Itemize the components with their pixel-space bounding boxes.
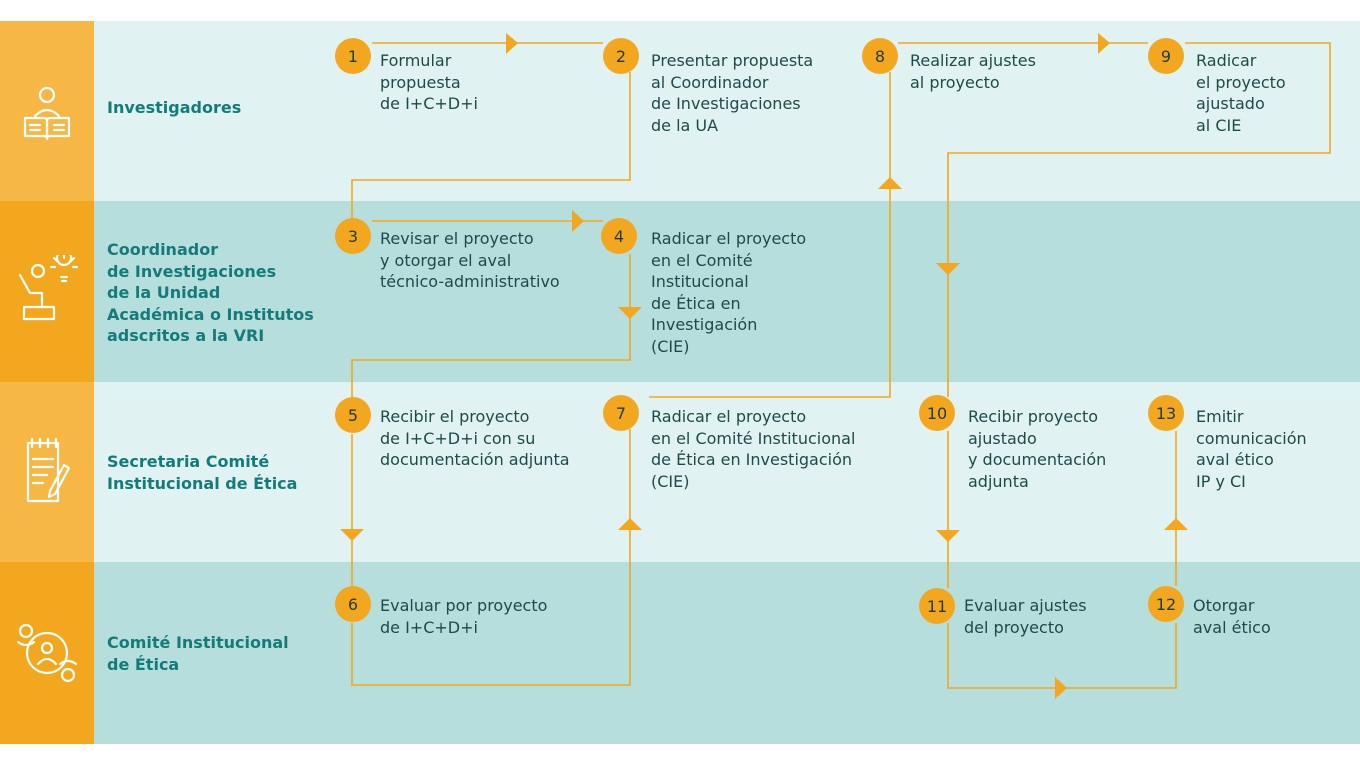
lane-comite xyxy=(94,562,1360,744)
arrow-right-4 xyxy=(1055,677,1067,699)
arrow-right-1 xyxy=(506,33,518,54)
lane-label-comite: Comité Institucional de Ética xyxy=(107,633,289,674)
step-badge-9: 9 xyxy=(1148,38,1184,74)
lane-icon-cell-2 xyxy=(0,201,94,382)
arrow-down-1 xyxy=(618,307,642,319)
step-badge-3: 3 xyxy=(335,218,371,254)
lane-coordinador xyxy=(94,201,1360,382)
connector-2-3 xyxy=(351,72,631,221)
step-text-10: Recibir proyecto ajustado y documentació… xyxy=(968,407,1107,491)
step-badge-13: 13 xyxy=(1148,395,1184,431)
step-badge-5: 5 xyxy=(335,397,371,433)
step-badge-8: 8 xyxy=(862,38,898,74)
lane-label-secretaria: Secretaria Comité Institucional de Ética xyxy=(107,452,298,493)
arrow-up-2 xyxy=(878,177,902,189)
lane-icon-cell-3 xyxy=(0,382,94,562)
step-text-4: Radicar el proyecto en el Comité Institu… xyxy=(651,229,807,356)
lane-label-coordinador: Coordinador de Investigaciones de la Uni… xyxy=(107,240,314,345)
step-badge-10: 10 xyxy=(919,395,955,431)
step-text-6: Evaluar por proyecto de I+C+D+i xyxy=(380,596,548,637)
step-text-9: Radicar el proyecto ajustado al CIE xyxy=(1196,51,1286,135)
arrow-down-3 xyxy=(936,263,960,275)
arrow-right-3 xyxy=(1098,33,1110,54)
step-badge-1: 1 xyxy=(335,38,371,74)
arrow-up-3 xyxy=(1164,518,1188,530)
lane-label-investigadores: Investigadores xyxy=(107,98,242,117)
arrow-down-4 xyxy=(936,530,960,542)
step-badge-7: 7 xyxy=(603,395,639,431)
arrow-up-1 xyxy=(618,518,642,530)
step-badge-12: 12 xyxy=(1148,586,1184,622)
connector-9-10 xyxy=(947,42,1331,397)
coordinator-idea-icon xyxy=(18,255,79,321)
step-text-3: Revisar el proyecto y otorgar el aval té… xyxy=(380,229,560,291)
step-badge-11: 11 xyxy=(919,588,955,624)
step-badge-4: 4 xyxy=(601,218,637,254)
document-pen-icon xyxy=(26,437,71,503)
step-text-2: Presentar propuesta al Coordinador de In… xyxy=(651,51,814,135)
step-text-7: Radicar el proyecto en el Comité Institu… xyxy=(651,407,856,491)
connector-6-7 xyxy=(351,429,631,686)
committee-people-icon xyxy=(16,623,78,683)
step-text-8: Realizar ajustes al proyecto xyxy=(910,51,1036,92)
reader-icon xyxy=(23,86,71,141)
arrow-right-2 xyxy=(572,210,584,232)
step-text-11: Evaluar ajustes del proyecto xyxy=(964,596,1087,637)
step-text-1: Formular propuesta de I+C+D+i xyxy=(380,51,478,113)
step-badge-6: 6 xyxy=(335,586,371,622)
step-text-13: Emitir comunicación aval ético IP y CI xyxy=(1196,407,1307,491)
step-badge-2: 2 xyxy=(603,38,639,74)
step-text-5: Recibir el proyecto de I+C+D+i con su do… xyxy=(380,407,570,469)
arrow-down-2 xyxy=(340,529,364,541)
step-text-12: Otorgar aval ético xyxy=(1193,596,1271,637)
